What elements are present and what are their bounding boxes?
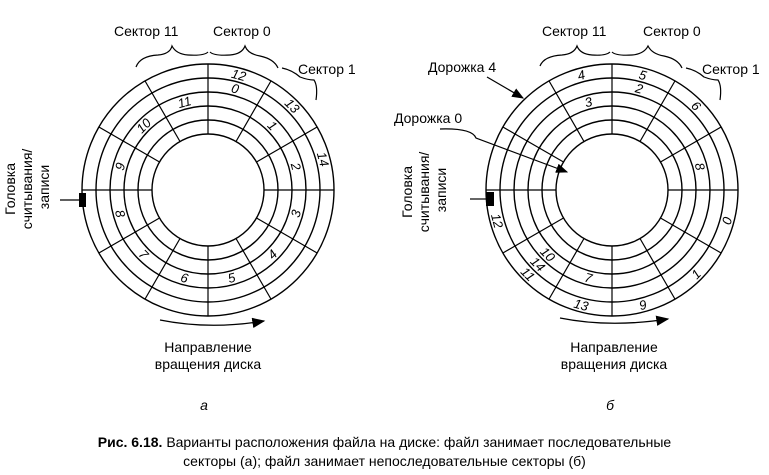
sector-11-label-a: Сектор 11 xyxy=(114,23,179,39)
disk-b-sector-boundary-10 xyxy=(502,126,564,163)
rotation-arrow-b xyxy=(559,315,670,326)
track-4-label: Дорожка 4 xyxy=(428,59,496,75)
brace-sector-11-b xyxy=(539,44,611,67)
disk-a-block-5: 5 xyxy=(226,270,238,287)
disk-b-block-1: 1 xyxy=(688,266,704,282)
disk-b-sector-boundary-1 xyxy=(639,80,676,142)
disk-a-sector-boundary-11 xyxy=(144,80,181,142)
sector-11-label-b: Сектор 11 xyxy=(542,23,607,39)
disk-a-block-14: 14 xyxy=(314,150,332,168)
disk-b-sector-boundary-5 xyxy=(639,238,676,300)
disk-b-block-4: 4 xyxy=(576,67,587,83)
disk-a-block-2: 2 xyxy=(287,160,304,173)
disk-a-sector-boundary-1 xyxy=(235,80,272,142)
disk-b-block-6: 6 xyxy=(688,98,704,114)
disk-a-sector-boundary-10 xyxy=(98,126,160,163)
direction-label-line1-a: Направление xyxy=(164,339,252,355)
disk-b-block-8: 8 xyxy=(692,161,709,173)
disk-b-ring-0 xyxy=(555,133,669,247)
disk-a-block-4: 4 xyxy=(264,246,280,262)
disk-a-block-6: 6 xyxy=(179,270,191,287)
track-0-pointer xyxy=(439,128,569,173)
sector-1-label-b: Сектор 1 xyxy=(702,61,760,77)
caption-line1: Варианты расположения файла на диске: фа… xyxy=(166,434,672,450)
head-label-line2-b: считывания/ xyxy=(416,152,432,233)
disk-b-block-0: 0 xyxy=(719,215,736,227)
disk-a-block-13: 13 xyxy=(282,95,303,116)
disk-a-block-11: 11 xyxy=(176,93,193,111)
head-label-line1-a: Головка xyxy=(2,163,18,215)
head-label-line1-b: Головка xyxy=(399,166,415,218)
disk-a-block-7: 7 xyxy=(136,246,152,262)
disk-b-sector-boundary-4 xyxy=(660,217,722,254)
disk-b-block-9: 9 xyxy=(637,297,648,313)
disk-a-block-0: 0 xyxy=(230,80,242,97)
head-block-a xyxy=(79,193,86,207)
sector-0-label-b: Сектор 0 xyxy=(643,23,701,39)
disk-b-sector-boundary-11 xyxy=(548,80,585,142)
diagram-letter-b: б xyxy=(606,397,615,413)
disk-b-sector-boundary-2 xyxy=(660,126,722,163)
direction-label-line1-b: Направление xyxy=(570,339,658,355)
caption-prefix: Рис. 6.18. xyxy=(97,434,163,450)
sector-1-label-a: Сектор 1 xyxy=(298,61,356,77)
disk-a-sector-boundary-5 xyxy=(235,238,272,300)
head-label-line2-a: считывания/ xyxy=(19,149,35,230)
brace-sector-11-a xyxy=(135,44,209,68)
diagram-letter-a: а xyxy=(200,397,208,413)
figure-caption: Рис. 6.18. Варианты расположения файла н… xyxy=(0,433,769,451)
brace-sector-0-a xyxy=(209,44,279,69)
brace-sector-1-a xyxy=(281,67,318,101)
head-label-b: Головка считывания/ записи xyxy=(399,148,449,232)
track-0-label: Дорожка 0 xyxy=(394,110,462,126)
sector-0-label-a: Сектор 0 xyxy=(213,23,271,39)
direction-label-line2-b: вращения диска xyxy=(561,356,668,372)
disk-a-sector-boundary-7 xyxy=(144,238,181,300)
disk-b-sector-boundary-8 xyxy=(502,217,564,254)
head-block-b xyxy=(486,192,494,206)
disk-b-block-5: 5 xyxy=(637,67,649,84)
disk-a-block-9: 9 xyxy=(112,161,128,172)
disk-a-block-3: 3 xyxy=(288,207,305,219)
disk-a-sector-boundary-2 xyxy=(256,126,318,163)
disk-b-sector-boundary-7 xyxy=(548,238,585,300)
figure-caption-line2: секторы (а); файл занимает непоследовате… xyxy=(0,452,769,470)
disk-b-ring-1 xyxy=(541,119,683,261)
disk-b-block-12: 12 xyxy=(488,212,506,231)
rotation-arrow-a xyxy=(159,317,266,329)
head-label-line3-b: записи xyxy=(433,168,449,212)
disk-a-block-10: 10 xyxy=(133,115,154,136)
brace-sector-1-b xyxy=(685,67,722,101)
disk-a-block-8: 8 xyxy=(112,208,129,220)
head-label-a: Головка считывания/ записи xyxy=(2,145,52,229)
brace-sector-0-b xyxy=(611,44,683,69)
track-4-pointer xyxy=(486,76,525,99)
disk-b-block-7: 7 xyxy=(583,270,595,287)
caption-line2: секторы (а); файл занимает непоследовате… xyxy=(183,453,586,469)
disk-b-block-13: 13 xyxy=(572,296,591,314)
head-label-line3-a: записи xyxy=(36,165,52,209)
disk-a-sector-boundary-4 xyxy=(256,217,318,254)
disk-a-ring-0 xyxy=(151,133,265,247)
disk-b-block-3: 3 xyxy=(583,94,595,111)
disk-a-block-1: 1 xyxy=(264,118,280,134)
disk-a-ring-1 xyxy=(137,119,279,261)
disk-a-sector-boundary-8 xyxy=(98,217,160,254)
direction-label-line2-a: вращения диска xyxy=(155,356,262,372)
disk-a-block-12: 12 xyxy=(230,66,249,84)
